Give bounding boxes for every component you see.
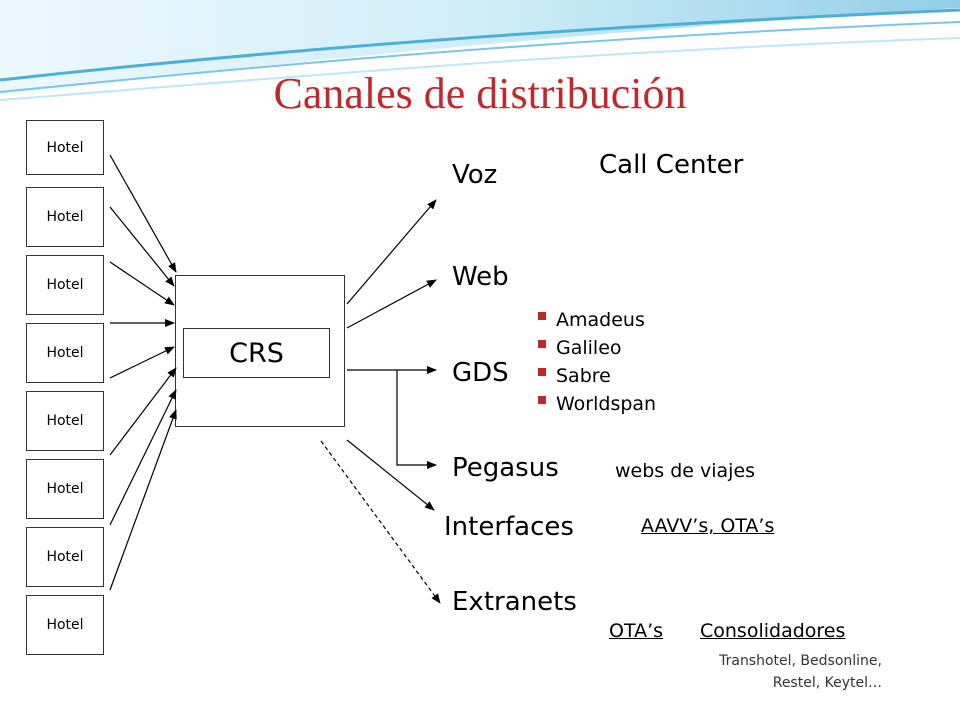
channel-extranets: Extranets	[452, 587, 577, 617]
hotel-arrow	[109, 206, 175, 287]
channel-pegasus: Pegasus	[452, 453, 559, 483]
channel-arrow-voz	[346, 199, 437, 305]
header-wave-decoration	[0, 0, 960, 101]
consolidadores-label: Consolidadores	[700, 620, 846, 642]
aavv-otas-label: AAVV’s, OTA’s	[641, 515, 775, 537]
channel-arrow-web	[346, 279, 437, 329]
consolidators-line: Transhotel, Bedsonline,	[719, 653, 882, 669]
hotel-arrow	[109, 261, 175, 306]
hotel-box: Hotel	[26, 595, 104, 655]
hotel-box: Hotel	[26, 187, 104, 247]
channel-arrow-pegasus	[396, 370, 437, 469]
hotel-arrow	[109, 409, 177, 591]
crs-label: CRS	[183, 328, 330, 378]
gds-provider: Amadeus	[538, 306, 656, 334]
gds-provider: Galileo	[538, 334, 656, 362]
consolidators-line: Restel, Keytel…	[772, 675, 882, 691]
otas-label: OTA’s	[609, 620, 664, 642]
hotel-box: Hotel	[26, 459, 104, 519]
hotel-arrow	[109, 389, 177, 526]
call-center-label: Call Center	[599, 150, 744, 180]
channel-arrow-extranets	[320, 440, 441, 604]
channel-arrow-interfaces	[346, 439, 435, 511]
channel-gds: GDS	[452, 358, 509, 388]
hotel-arrow	[109, 346, 175, 379]
hotel-arrow	[109, 154, 177, 273]
consolidators-examples: Transhotel, Bedsonline, Restel, Keytel…	[719, 650, 882, 694]
gds-provider: Worldspan	[538, 390, 656, 418]
hotel-box: Hotel	[26, 255, 104, 315]
gds-provider-list: Amadeus Galileo Sabre Worldspan	[538, 306, 656, 418]
hotel-box: Hotel	[26, 391, 104, 451]
hotel-box: Hotel	[26, 323, 104, 383]
hotel-box: Hotel	[26, 120, 104, 175]
hotel-arrow	[109, 367, 177, 456]
slide-title: Canales de distribución	[273, 69, 687, 118]
webs-de-viajes-label: webs de viajes	[615, 460, 756, 482]
channel-interfaces: Interfaces	[444, 512, 574, 542]
channel-voz: Voz	[452, 160, 498, 190]
hotel-box: Hotel	[26, 527, 104, 587]
gds-provider: Sabre	[538, 362, 656, 390]
channel-web: Web	[452, 262, 509, 292]
